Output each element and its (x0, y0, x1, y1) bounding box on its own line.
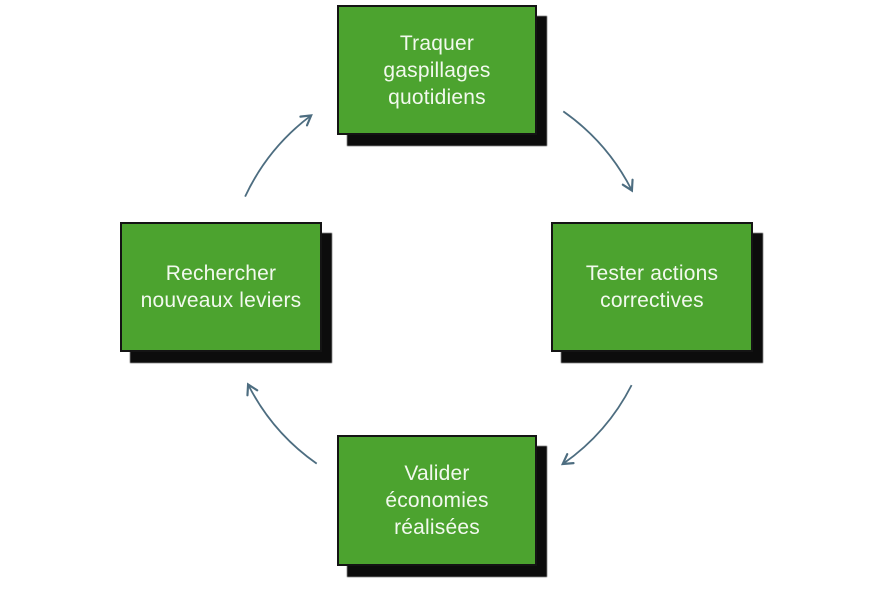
arrow-bottom-to-left (246, 382, 318, 465)
cycle-step-label: Rechercher nouveaux leviers (140, 262, 302, 312)
cycle-step-label: Tester actions correctives (585, 262, 719, 312)
cycle-step-tester-actions: Tester actions correctives (551, 222, 753, 352)
arrow-left-to-top (244, 114, 313, 197)
cycle-step-traquer-gaspillages: Traquer gaspillages quotidiens (337, 5, 537, 135)
arrow-right-to-bottom (560, 384, 633, 466)
cycle-step-rechercher-leviers: Rechercher nouveaux leviers (120, 222, 322, 352)
cycle-step-valider-economies: Valider économies réalisées (337, 435, 537, 566)
cycle-step-label: Traquer gaspillages quotidiens (383, 31, 491, 109)
cycle-step-label: Valider économies réalisées (385, 462, 489, 539)
arrow-top-to-right (562, 110, 634, 193)
